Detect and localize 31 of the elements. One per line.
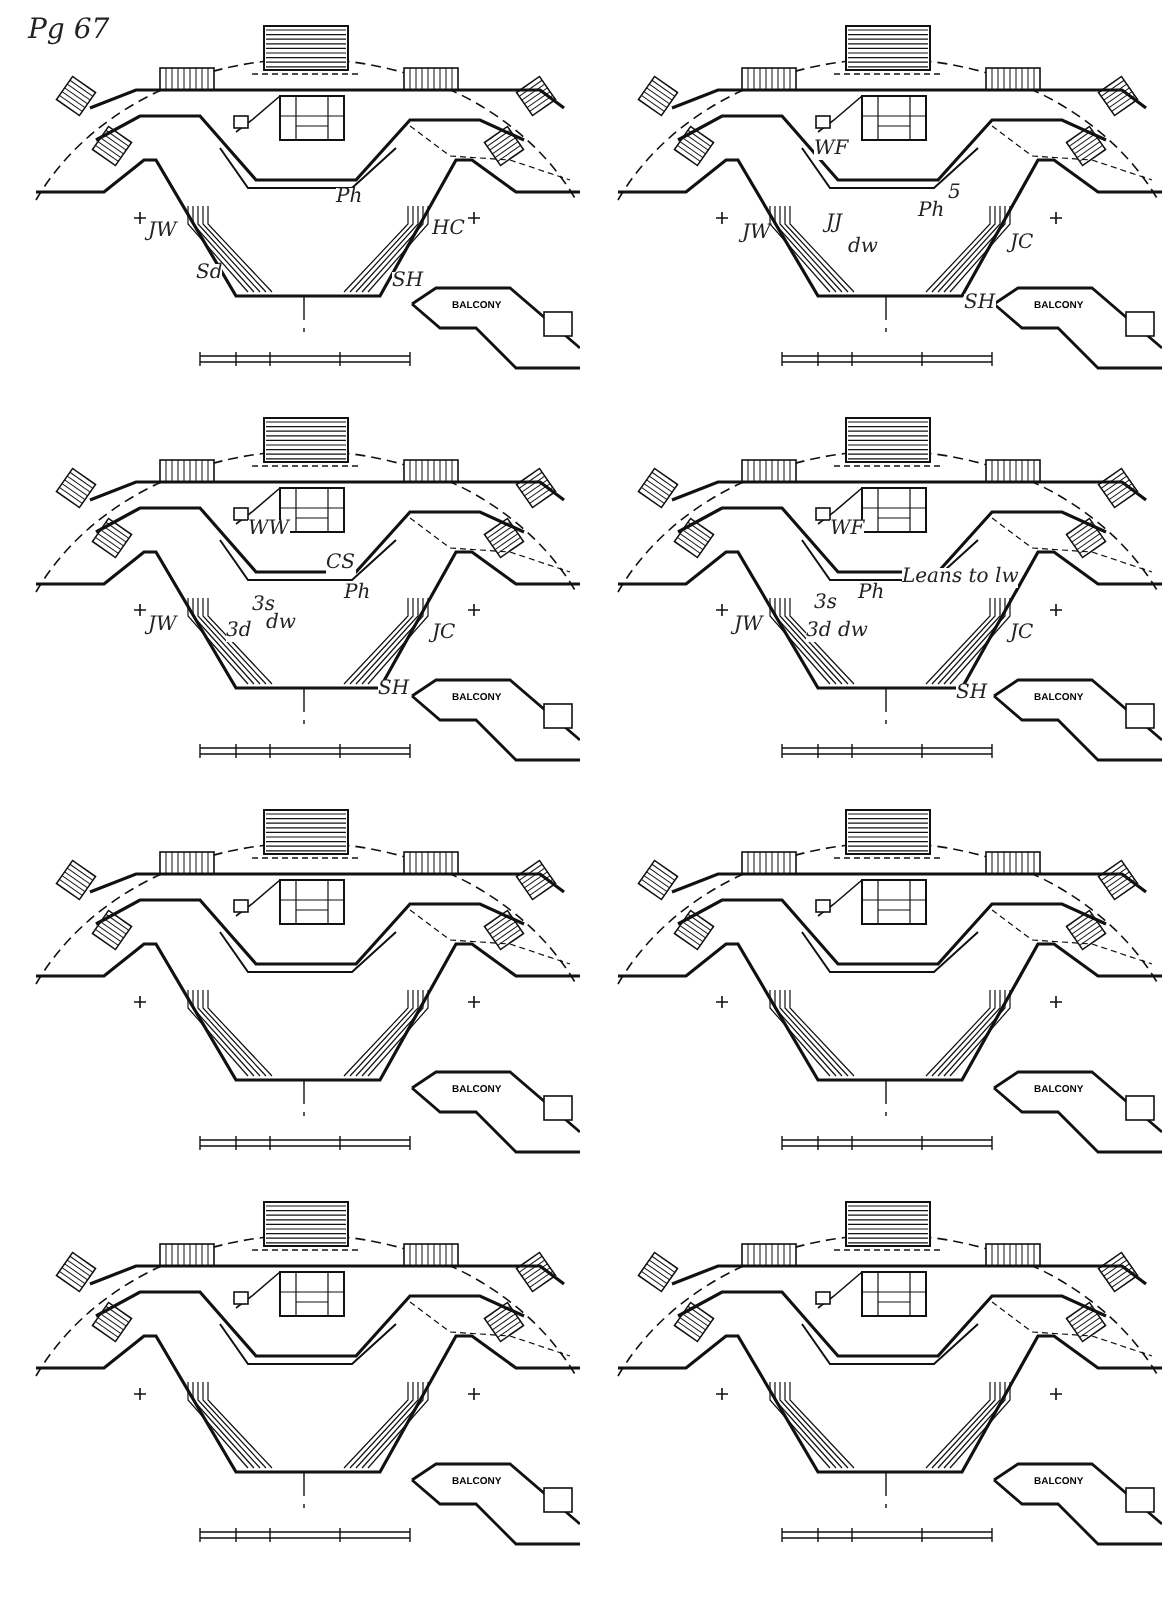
handwritten-note: WF [814, 140, 849, 160]
handwritten-note: JW [742, 224, 771, 244]
handwritten-note: dw [848, 238, 878, 258]
handwritten-note: Leans to lw [902, 568, 1019, 588]
handwritten-note: JC [1010, 234, 1034, 254]
handwritten-note: dw [266, 614, 296, 634]
handwritten-note: 3s [252, 596, 275, 616]
handwritten-note: Ph [858, 584, 885, 604]
handwritten-note: Ph [344, 584, 371, 604]
handwritten-note: SH [956, 684, 988, 704]
handwritten-note: SH [964, 294, 996, 314]
handwritten-note: 3s [814, 594, 837, 614]
handwritten-note: SH [392, 272, 424, 292]
handwritten-note: JC [1010, 624, 1034, 644]
handwritten-note: JW [148, 222, 177, 242]
handwritten-note: Sd [196, 264, 223, 284]
handwritten-note: JJ [826, 214, 843, 234]
page-number: Pg 67 [28, 16, 110, 44]
handwritten-note: Ph [918, 202, 945, 222]
handwritten-note: 3d [226, 622, 252, 642]
handwritten-note: JC [432, 624, 456, 644]
handwritten-note: WW [248, 520, 290, 540]
handwritten-note: JW [148, 616, 177, 636]
handwritten-note: HC [432, 220, 465, 240]
handwritten-note: 5 [948, 184, 961, 204]
handwritten-note: JW [734, 616, 763, 636]
handwritten-note: 3d dw [806, 622, 868, 642]
handwritten-note: WF [830, 520, 865, 540]
handwritten-note: SH [378, 680, 410, 700]
handwritten-note: Ph [336, 188, 363, 208]
handwritten-note: CS [326, 554, 356, 574]
